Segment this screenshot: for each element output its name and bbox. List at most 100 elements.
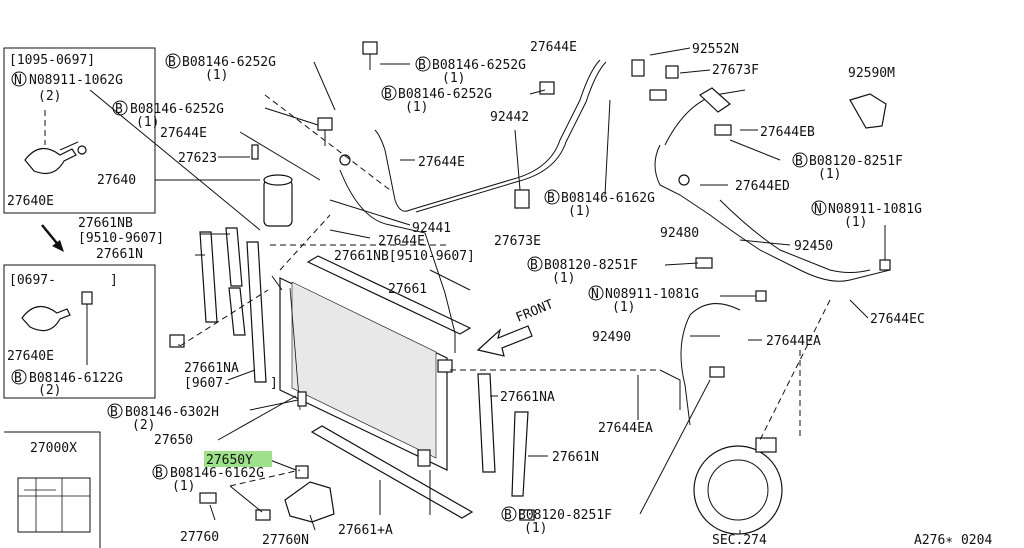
- arrow-down-icon: [41, 224, 64, 252]
- callout-qty: (1): [612, 300, 635, 315]
- bolt-icon: B: [165, 53, 181, 70]
- inset-bottom-range: [0697-: [9, 273, 56, 288]
- callout-92450: 92450: [794, 239, 833, 254]
- callout-92480: 92480: [660, 226, 699, 241]
- callout-08146-6252G: B08146-6252G: [182, 55, 276, 70]
- bolt-icon: B: [527, 256, 543, 273]
- motor-bracket: [199, 465, 335, 523]
- callouts: B B08146-6252G (1) B B08146-6252G (1) 27…: [78, 40, 925, 548]
- callout-27640: 27640: [97, 173, 136, 188]
- svg-text:N: N: [814, 202, 822, 217]
- callout-92552N: 92552N: [692, 42, 739, 57]
- svg-text:B: B: [795, 154, 803, 169]
- front-label: FRONT: [514, 297, 556, 326]
- inset-bottom-bolt: B08146-6122G: [29, 371, 123, 386]
- callout-27644E: 27644E: [530, 40, 577, 55]
- inset-top-part: 27640E: [7, 194, 54, 209]
- callout-27673E: 27673E: [494, 234, 541, 249]
- callout-27644EB: 27644EB: [760, 125, 815, 140]
- highlight-box: [204, 451, 272, 467]
- callout-qty: (1): [172, 479, 195, 494]
- callout-qty: (1): [136, 115, 159, 130]
- callout-27650: 27650: [154, 433, 193, 448]
- callout-27623: 27623: [178, 151, 217, 166]
- callout-92490: 92490: [592, 330, 631, 345]
- callout-27644E: 27644E: [418, 155, 465, 170]
- inset-bottom-bolt-qty: (2): [38, 383, 61, 398]
- inset-label-part: 27000X: [30, 441, 77, 456]
- inset-bottom: [0697- ] 27640E B B08146-6122G (2): [3, 264, 156, 399]
- callout-qty: (1): [405, 100, 428, 115]
- receiver-drier: [251, 144, 293, 227]
- callout-08120-8251F: B08120-8251F: [544, 258, 638, 273]
- bolt-icon: B: [152, 464, 168, 481]
- svg-text:B: B: [530, 258, 538, 273]
- inset-bottom-bracket: ]: [110, 273, 118, 288]
- bolt-icon: B: [415, 56, 431, 73]
- callout-27760: 27760: [180, 530, 219, 545]
- callout-08146-6162G: B08146-6162G: [561, 191, 655, 206]
- callout-range-close: ]: [270, 376, 278, 391]
- callout-qty: (1): [844, 215, 867, 230]
- callout-27644E: 27644E: [160, 126, 207, 141]
- leader-lines: [89, 47, 886, 534]
- callout-27644EA: 27644EA: [766, 334, 821, 349]
- callout-27650Y: 27650Y: [206, 453, 253, 468]
- callout-27673F: 27673F: [712, 63, 759, 78]
- bolt-icon: B: [792, 152, 808, 169]
- svg-text:B: B: [418, 58, 426, 73]
- nut-icon: N: [811, 200, 827, 217]
- clamp-icon: [24, 110, 87, 174]
- svg-text:B: B: [504, 508, 512, 523]
- callout-27644EC: 27644EC: [870, 312, 925, 327]
- callout-08146-6252G: B08146-6252G: [130, 102, 224, 117]
- callout-08146-6252G: B08146-6252G: [398, 87, 492, 102]
- fittings: [169, 41, 891, 521]
- callout-27644EA: 27644EA: [598, 421, 653, 436]
- callout-27661NB: 27661NB: [78, 216, 133, 231]
- callout-08120-8251F: B08120-8251F: [518, 508, 612, 523]
- inset-bottom-part: 27640E: [7, 349, 54, 364]
- callout-08120-8251F: B08120-8251F: [809, 154, 903, 169]
- nut-icon: N: [588, 285, 604, 302]
- callout-qty: (1): [442, 71, 465, 86]
- callout-27661NA: 27661NA: [500, 390, 555, 405]
- callout-qty: (1): [552, 271, 575, 286]
- callout-27661+A: 27661+A: [338, 523, 393, 538]
- svg-text:B: B: [384, 87, 392, 102]
- callout-27661NB-range: 27661NB[9510-9607]: [334, 249, 475, 264]
- pipes: [339, 59, 891, 426]
- bolt-icon: B: [544, 189, 560, 206]
- callout-08146-6302H: B08146-6302H: [125, 405, 219, 420]
- callout-27661: 27661: [388, 282, 427, 297]
- svg-text:B: B: [14, 371, 22, 386]
- bolt-icon: B: [107, 403, 123, 420]
- callout-27644E: 27644E: [378, 234, 425, 249]
- inset-top-note: N08911-1062G: [29, 73, 123, 88]
- callout-27644ED: 27644ED: [735, 179, 790, 194]
- inset-top-qty: (2): [38, 89, 61, 104]
- dashed-routes: [179, 94, 831, 487]
- callout-08146-6252G: B08146-6252G: [432, 58, 526, 73]
- callout-27661NA: 27661NA: [184, 361, 239, 376]
- seal-strips: [199, 227, 529, 519]
- callout-08911-1081G: N08911-1081G: [828, 202, 922, 217]
- svg-text:N: N: [591, 287, 599, 302]
- callout-range: [9510-9607]: [78, 231, 164, 246]
- inset-label: 27000X: [4, 431, 101, 548]
- callout-27661N: 27661N: [96, 247, 143, 262]
- callout-27760N: 27760N: [262, 533, 309, 548]
- clamp-icon: [21, 291, 93, 365]
- callout-08911-1081G: N08911-1081G: [605, 287, 699, 302]
- svg-text:B: B: [110, 405, 118, 420]
- callout-qty: (1): [524, 521, 547, 536]
- svg-text:N: N: [14, 73, 22, 88]
- callout-range: [9607-: [184, 376, 231, 391]
- callout-08146-6162G: B08146-6162G: [170, 466, 264, 481]
- svg-text:B: B: [155, 466, 163, 481]
- bolt-icon: B: [501, 506, 517, 523]
- callout-qty: (1): [205, 68, 228, 83]
- callout-92442: 92442: [490, 110, 529, 125]
- svg-text:B: B: [168, 55, 176, 70]
